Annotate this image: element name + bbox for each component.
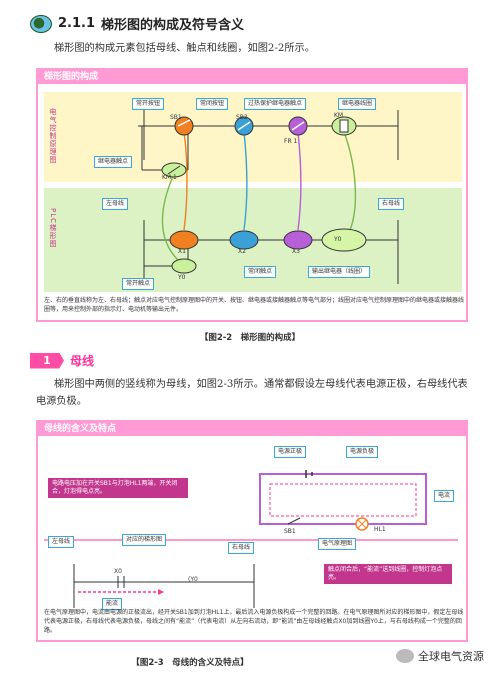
sym-hl1: HL1: [374, 526, 386, 533]
sym-fr1: FR 1: [284, 138, 298, 145]
label-energy-flow: 能流: [102, 598, 123, 610]
figure-2-2: 梯形图的构成 电气控制原理图 PLC梯形图: [36, 68, 468, 322]
sym-y0-coil: Y0: [334, 236, 342, 243]
label-left-bus: 左母线: [102, 198, 129, 210]
section-heading: 2.1.1 梯形图的构成及符号含义: [30, 14, 244, 33]
label-right-bus: 右母线: [228, 542, 255, 554]
top-side-label: 电气控制原理图: [49, 108, 57, 164]
label-negative: 电源负极: [346, 446, 379, 458]
label-nc-contact: 常闭触点: [244, 266, 277, 278]
label-right-bus: 右母线: [378, 198, 405, 210]
bus-circuit-drawing: [44, 470, 458, 608]
label-relay-coil: 继电器线圈: [338, 98, 377, 110]
figure-2-2-caption: 【图2-2 梯形图的构成】: [199, 333, 301, 343]
wechat-icon: [396, 649, 414, 663]
label-output-relay: 输出继电器（线圈）: [308, 266, 371, 278]
subsection-title: 母线: [70, 354, 95, 368]
sym-x2: X2: [238, 248, 246, 255]
sym-sb2: SB2: [236, 114, 248, 121]
figure-2-3: 母线的含义及特点 电路电压加在开关SB1与灯泡HL1两端，开关闭合，灯泡得电点亮…: [36, 420, 468, 642]
label-no-contact: 常开触点: [122, 278, 155, 290]
label-overload: 过热保护继电器触点: [244, 98, 307, 110]
label-left-bus: 左母线: [48, 536, 75, 548]
callout-energy: 触点闭合后，“能流”送到线圈，控制灯泡点亮。: [324, 564, 452, 584]
bottom-side-label: PLC梯形图: [49, 208, 57, 249]
sym-km: KM: [334, 112, 344, 119]
sym-sb1: SB1: [284, 528, 296, 535]
sym-x0: X0: [114, 568, 122, 575]
subsection-heading: 1 母线: [30, 352, 94, 369]
callout-circuit: 电路电压加在开关SB1与灯泡HL1两端，开关闭合，灯泡得电点亮。: [48, 478, 188, 498]
subsection-badge: 1: [30, 352, 64, 369]
sym-sb1: SB1: [170, 114, 182, 121]
bus-paragraph: 梯形图中两侧的竖线称为母线，如图2-3所示。通常都假设左母线代表电源正极，右母线…: [36, 379, 468, 407]
sym-km1: KM 1: [162, 174, 177, 181]
figure-2-3-caption: 【图2-3 母线的含义及特点】: [131, 658, 249, 668]
label-no-button: 常开按钮: [132, 98, 165, 110]
sym-y0: (Y0: [188, 576, 198, 583]
watermark-text: 全球电气资源: [418, 650, 484, 663]
section-number: 2.1.1: [58, 16, 96, 31]
sym-x3: X3: [292, 248, 300, 255]
label-positive: 电源正极: [274, 446, 307, 458]
book-logo-icon: [30, 14, 52, 33]
circuit-drawing: [138, 110, 399, 284]
label-relay-contact: 继电器触点: [94, 156, 133, 168]
figure-note: 左、右的垂直线称为左、右母线；触点对应电气控制原理图中的开关、按钮、继电器或接触…: [44, 297, 465, 313]
label-current: 电流: [434, 490, 455, 502]
label-ladder: 对应的梯形图: [122, 534, 167, 546]
label-schematic: 电气原理图: [318, 538, 357, 550]
section-title: 梯形图的构成及符号含义: [101, 18, 245, 33]
watermark: 全球电气资源: [396, 648, 484, 664]
label-nc-button: 常闭按钮: [196, 98, 229, 110]
sym-y0: Y0: [178, 274, 186, 281]
figure-header: 母线的含义及特点: [38, 422, 466, 436]
figure-note: 在电气原理图中，电流由电源的正极流出，经开关SB1加到灯泡HL1上，最后流入电源…: [44, 609, 464, 634]
figure-header: 梯形图的构成: [38, 70, 466, 84]
sym-x1: X1: [178, 248, 186, 255]
intro-paragraph: 梯形图的构成元素包括母线、触点和线圈，如图2-2所示。: [54, 43, 315, 54]
